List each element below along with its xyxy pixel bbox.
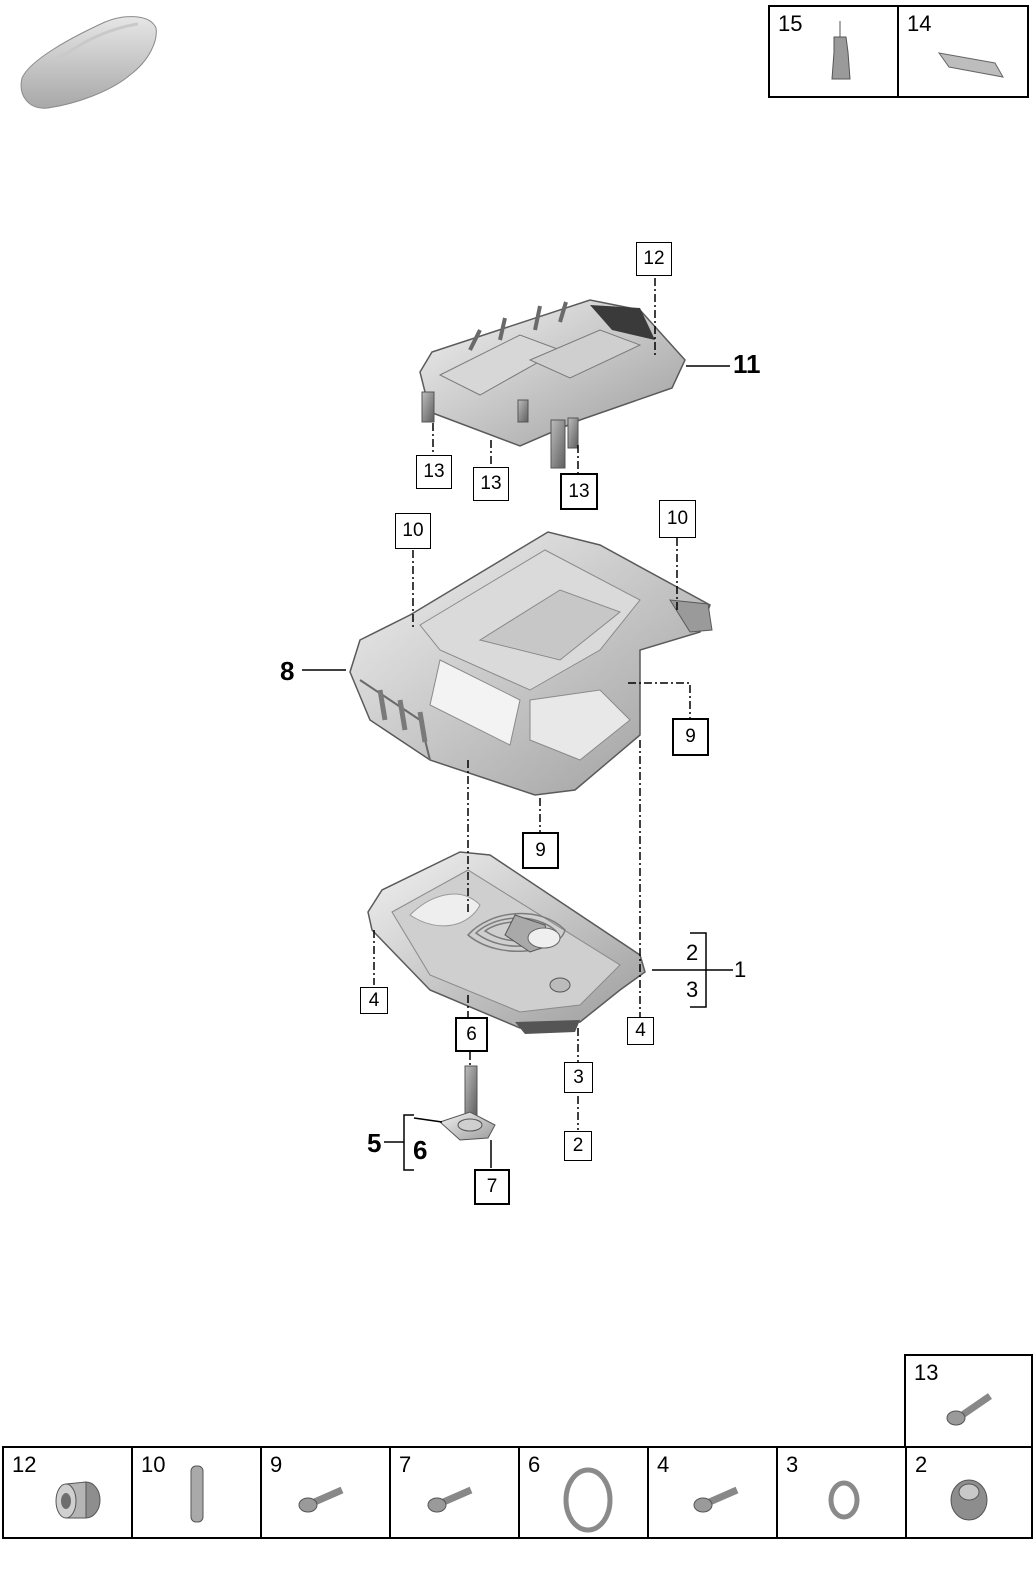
callout-12: 12 bbox=[636, 242, 672, 276]
legend-cell-12: 12 bbox=[2, 1446, 133, 1539]
callout-13: 13 bbox=[560, 473, 598, 510]
part-11-oil-baffle bbox=[419, 299, 686, 469]
legend-number: 4 bbox=[657, 1452, 670, 1477]
label-6: 6 bbox=[413, 1135, 428, 1165]
label-1: 1 bbox=[734, 957, 747, 982]
legend-cell-7: 7 bbox=[389, 1446, 520, 1539]
callout-3: 3 bbox=[564, 1062, 593, 1093]
label-8: 8 bbox=[280, 656, 295, 686]
sealing-ring-icon bbox=[563, 1467, 613, 1533]
callout-6: 6 bbox=[455, 1017, 488, 1052]
legend-number: 10 bbox=[141, 1452, 166, 1477]
callout-13: 13 bbox=[416, 455, 452, 489]
bolt-icon bbox=[298, 1486, 344, 1513]
legend-number: 12 bbox=[12, 1452, 37, 1477]
label-11: 11 bbox=[733, 349, 761, 379]
legend-cell-4: 4 bbox=[647, 1446, 778, 1539]
legend-cell-9: 9 bbox=[260, 1446, 391, 1539]
legend-cell-13: 13 bbox=[904, 1354, 1033, 1448]
legend-number: 2 bbox=[915, 1452, 928, 1477]
leader-lines bbox=[373, 278, 691, 1130]
legend-number: 7 bbox=[399, 1452, 412, 1477]
callout-7: 7 bbox=[474, 1169, 510, 1205]
callout-9: 9 bbox=[672, 718, 709, 756]
legend-number: 3 bbox=[786, 1452, 799, 1477]
legend-number: 9 bbox=[270, 1452, 283, 1477]
legend-cell-15: 15 bbox=[768, 5, 900, 98]
callout-10: 10 bbox=[659, 500, 696, 538]
legend-number: 13 bbox=[914, 1360, 939, 1385]
callout-10: 10 bbox=[395, 513, 431, 549]
callout-13: 13 bbox=[473, 467, 509, 501]
legend-number: 15 bbox=[778, 11, 803, 36]
bolt-icon bbox=[427, 1486, 473, 1513]
callout-2: 2 bbox=[564, 1131, 592, 1161]
o-ring-icon bbox=[828, 1480, 860, 1520]
legend-cell-2: 2 bbox=[905, 1446, 1033, 1539]
vehicle-thumbnail-icon bbox=[20, 16, 157, 109]
callout-9: 9 bbox=[522, 832, 559, 869]
label-3: 3 bbox=[686, 977, 699, 1002]
callout-4: 4 bbox=[360, 987, 388, 1014]
bolt-icon bbox=[693, 1486, 739, 1513]
bushing-icon bbox=[55, 1481, 101, 1519]
plug-icon bbox=[950, 1479, 988, 1521]
legend-cell-6: 6 bbox=[518, 1446, 649, 1539]
label-2: 2 bbox=[686, 940, 699, 965]
part-5-oil-pickup bbox=[439, 1065, 496, 1141]
label-5: 5 bbox=[367, 1128, 382, 1158]
bolt-icon bbox=[946, 1393, 992, 1426]
legend-cell-14: 14 bbox=[897, 5, 1029, 98]
oil-bottle-icon bbox=[831, 21, 851, 80]
dowel-pin-icon bbox=[190, 1465, 204, 1523]
tube-icon bbox=[937, 52, 1004, 78]
part-1-oil-pan bbox=[367, 851, 646, 1034]
legend-cell-3: 3 bbox=[776, 1446, 907, 1539]
legend-number: 6 bbox=[528, 1452, 541, 1477]
legend-cell-10: 10 bbox=[131, 1446, 262, 1539]
legend-number: 14 bbox=[907, 11, 932, 36]
solid-leaders bbox=[302, 365, 733, 1171]
part-8-upper-oil-pan bbox=[349, 531, 713, 796]
callout-4: 4 bbox=[627, 1017, 654, 1045]
